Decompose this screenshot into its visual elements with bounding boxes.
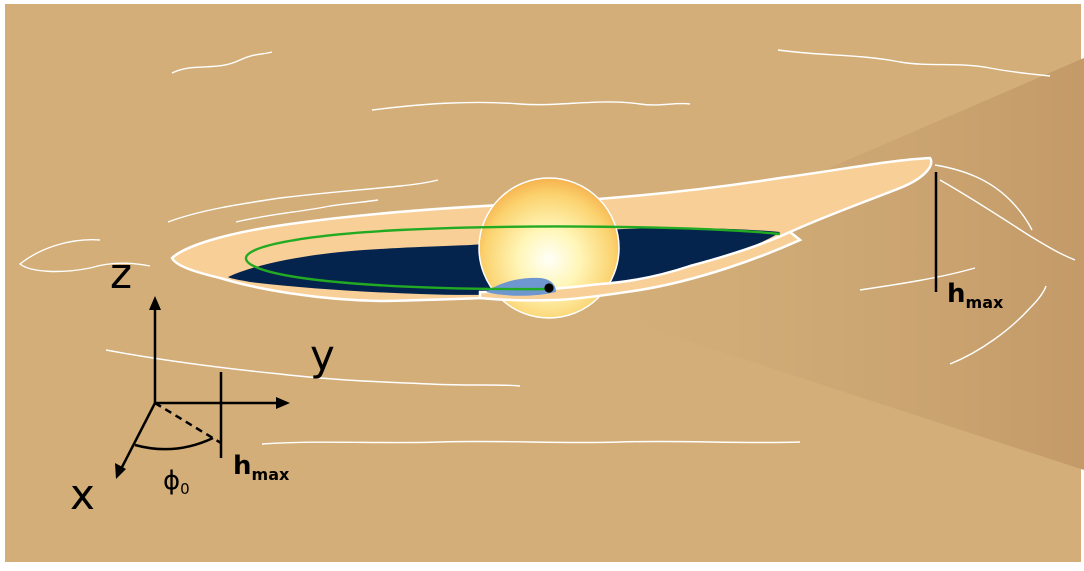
streak — [18, 239, 151, 273]
hmax-subscript: max — [965, 293, 1004, 312]
coordinate-axes — [115, 296, 290, 479]
streak — [167, 179, 439, 223]
x-axis-arrowhead — [115, 463, 126, 479]
planet-orbit — [244, 225, 781, 291]
streak — [261, 440, 801, 445]
hmax-symbol: h — [947, 279, 966, 309]
z-axis-arrowhead — [149, 296, 161, 310]
angle-dashed-line — [154, 401, 222, 445]
angle-symbol: ϕ — [163, 466, 181, 496]
y-axis-label: y — [310, 331, 335, 380]
hmax-label-disk: hmax — [947, 281, 1003, 311]
y-axis-arrowhead — [276, 397, 290, 409]
angle-subscript: 0 — [180, 480, 190, 498]
streak — [777, 49, 1051, 77]
planet — [544, 283, 554, 293]
hmax-symbol: h — [233, 451, 252, 481]
streak — [934, 164, 1033, 231]
streak — [105, 349, 521, 387]
planet-wake — [486, 277, 556, 296]
angle-phi-label: ϕ0 — [163, 468, 190, 497]
shadow-wedge — [540, 58, 1084, 470]
x-axis-arrow — [118, 402, 157, 472]
streak — [949, 285, 1047, 365]
x-axis-label: x — [70, 470, 95, 519]
z-axis-label: z — [110, 249, 133, 298]
streak — [939, 179, 1076, 261]
angle-arc — [134, 436, 214, 451]
streak — [171, 51, 273, 74]
streak — [859, 267, 976, 291]
background-streaks — [18, 49, 1076, 445]
hmax-subscript: max — [251, 465, 290, 484]
streak — [371, 101, 691, 111]
streak — [235, 199, 379, 223]
hmax-label-axes: hmax — [233, 453, 289, 483]
